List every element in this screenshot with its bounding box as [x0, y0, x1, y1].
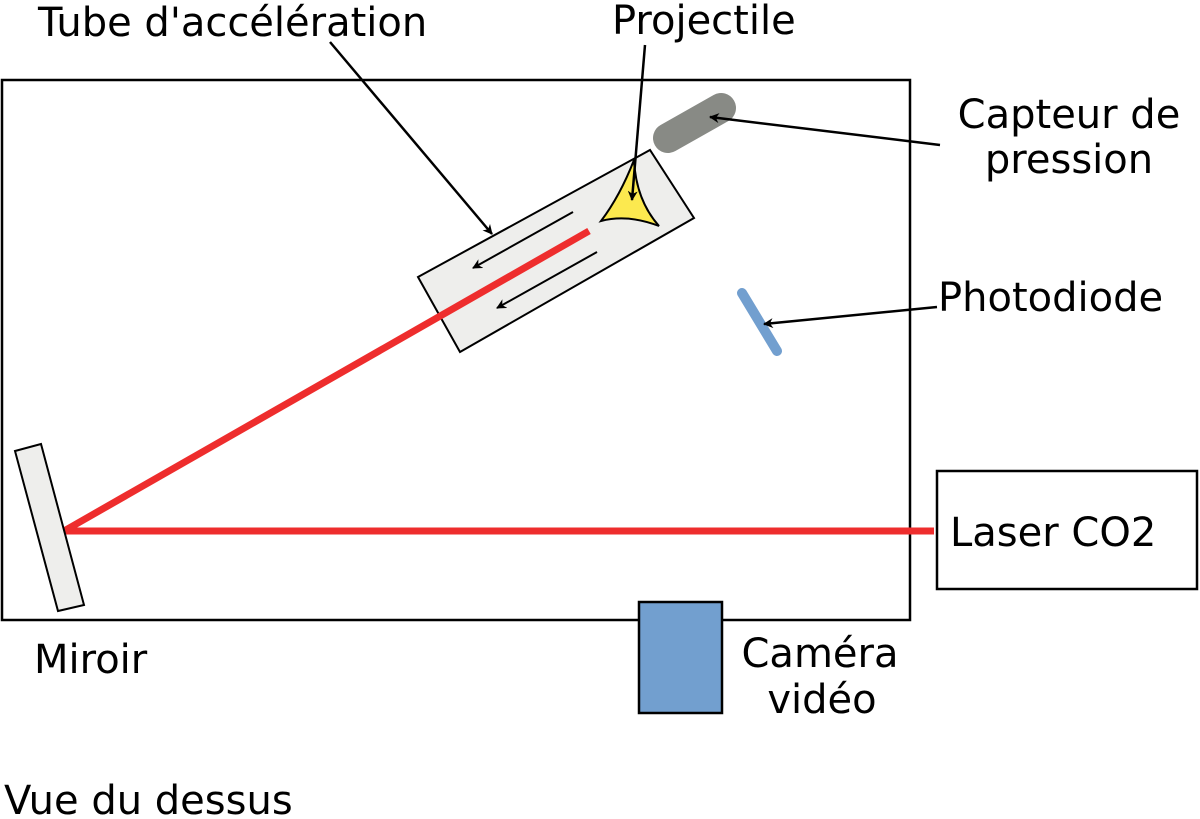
flow-arrow-upper [472, 211, 574, 269]
label-projectile: Projectile [612, 0, 796, 44]
label-camera-line1: Caméra [742, 631, 899, 677]
label-laser: Laser CO2 [950, 510, 1156, 556]
tube-pointer-arrow [329, 41, 493, 235]
label-photodiode: Photodiode [938, 275, 1163, 321]
laser-box [935, 469, 1199, 591]
label-capteur-line1: Capteur de [958, 92, 1181, 138]
capteur-pointer-arrow [709, 113, 941, 147]
video-camera [637, 600, 724, 715]
photodiode-element [737, 288, 782, 356]
mirror-element [13, 442, 86, 613]
label-tube: Tube d'accélération [37, 0, 427, 46]
projectile-pointer-arrow [627, 44, 647, 201]
chamber-frame [0, 78, 912, 622]
label-view: Vue du dessus [4, 778, 293, 819]
flow-arrow-lower [496, 251, 598, 309]
photodiode-pointer-arrow [763, 305, 938, 329]
label-capteur-line2: pression [985, 137, 1153, 183]
label-miroir: Miroir [34, 637, 148, 683]
laser-beam-diagonal [62, 227, 591, 535]
pressure-sensor [653, 93, 736, 153]
label-camera-line2: vidéo [767, 677, 876, 723]
